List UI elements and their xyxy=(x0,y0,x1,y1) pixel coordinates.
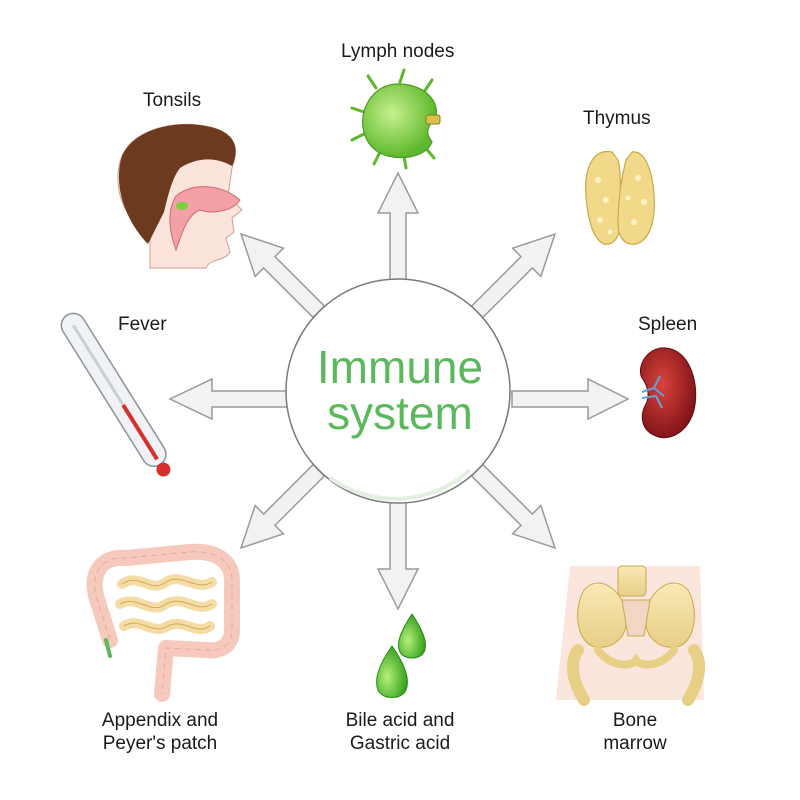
title-line-1: Immune xyxy=(300,344,500,390)
label-fever: Fever xyxy=(118,313,167,336)
label-lymph-nodes: Lymph nodes xyxy=(341,40,454,63)
label-spleen: Spleen xyxy=(638,313,697,336)
label-appendix-line-1: Appendix and xyxy=(80,709,240,732)
immune-system-title: Immune system xyxy=(300,344,500,436)
title-line-2: system xyxy=(300,390,500,436)
intestines-icon xyxy=(95,552,232,694)
thymus-icon xyxy=(586,152,655,245)
label-thymus: Thymus xyxy=(583,107,651,130)
arrow-down xyxy=(378,497,418,609)
arrow-left xyxy=(170,379,288,419)
acid-drops-icon xyxy=(377,614,426,698)
tonsils-head-icon xyxy=(118,124,242,268)
label-bone-line-2: marrow xyxy=(580,732,690,755)
arrow-down-right xyxy=(463,456,569,562)
arrow-right xyxy=(512,379,628,419)
label-bile-acid: Bile acid and Gastric acid xyxy=(320,709,480,755)
arrow-up-right xyxy=(463,220,569,326)
arrow-up-left[interactable] xyxy=(227,220,333,326)
label-tonsils: Tonsils xyxy=(143,89,201,112)
arrow-down-left xyxy=(227,456,333,562)
label-bone-line-1: Bone xyxy=(580,709,690,732)
lymph-node-icon xyxy=(352,70,440,168)
label-appendix: Appendix and Peyer's patch xyxy=(80,709,240,755)
pelvis-bone-icon xyxy=(556,566,704,700)
label-bile-line-2: Gastric acid xyxy=(320,732,480,755)
label-appendix-line-2: Peyer's patch xyxy=(80,732,240,755)
label-bile-line-1: Bile acid and xyxy=(320,709,480,732)
label-bone-marrow: Bone marrow xyxy=(580,709,690,755)
spleen-icon xyxy=(640,348,695,438)
arrow-up xyxy=(378,173,418,285)
